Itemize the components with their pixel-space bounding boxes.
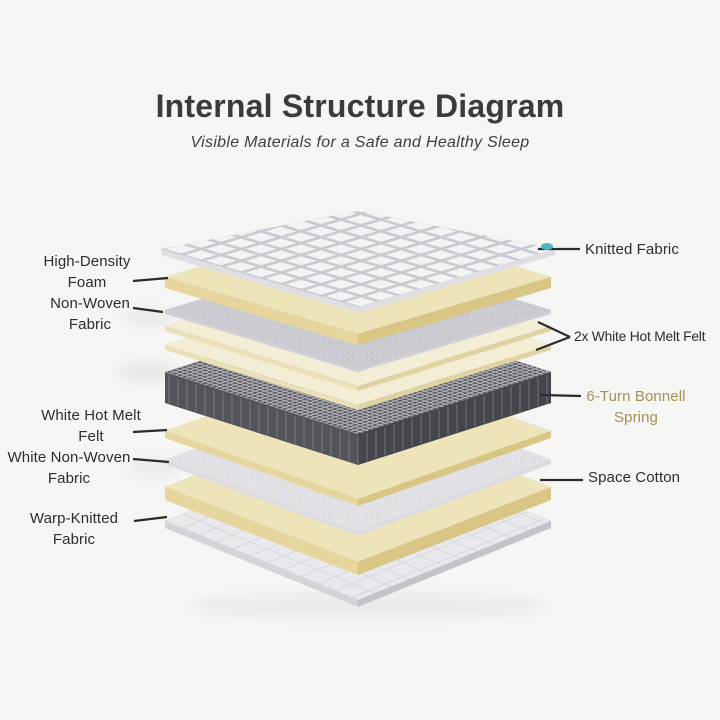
leader-non-woven-fabric bbox=[132, 306, 164, 314]
label-line: 6-Turn Bonnell bbox=[586, 388, 686, 405]
layer-side-right bbox=[358, 431, 551, 506]
leader-white-hot-melt-felt-2x-lower bbox=[535, 335, 571, 352]
layer-side-left bbox=[165, 521, 358, 607]
label-line: Foam bbox=[67, 273, 107, 291]
layer-side-right bbox=[358, 277, 551, 345]
soft-shadow bbox=[118, 310, 543, 618]
layer-side-right bbox=[358, 372, 551, 465]
leader-white-hot-melt-felt bbox=[132, 428, 168, 434]
label-line: Fabric bbox=[52, 530, 96, 548]
layer-side-left bbox=[165, 431, 358, 506]
layer-knitted-fabric bbox=[160, 210, 556, 313]
layer-side-right bbox=[358, 310, 551, 372]
layer-side-left bbox=[165, 372, 358, 465]
leader-warp-knitted-fabric bbox=[133, 515, 168, 523]
label-white-hot-melt-felt: White Hot Melt Felt bbox=[21, 406, 161, 447]
label-line: Warp-Knitted bbox=[29, 510, 119, 527]
layer-side-left bbox=[161, 249, 358, 313]
leader-white-non-woven-fabric bbox=[132, 457, 170, 464]
label-space-cotton: Space Cotton bbox=[588, 468, 680, 489]
label-line: White Hot Melt bbox=[41, 407, 141, 424]
layer-side-right bbox=[358, 521, 551, 607]
label-non-woven-fabric: Non-Woven Fabric bbox=[20, 294, 160, 335]
label-line: Fabric bbox=[47, 469, 91, 487]
label-line: High-Density bbox=[43, 253, 131, 270]
layer-side-left bbox=[165, 345, 358, 410]
layer-side-right bbox=[358, 345, 551, 410]
label-line: Felt bbox=[78, 427, 104, 445]
label-knitted-fabric: Knitted Fabric bbox=[585, 240, 679, 261]
page-title: Internal Structure Diagram bbox=[155, 88, 565, 124]
page-subtitle: Visible Materials for a Safe and Healthy… bbox=[190, 134, 530, 151]
label-line: 2x White Hot Melt Felt bbox=[574, 329, 706, 344]
label-line: Space Cotton bbox=[588, 469, 681, 486]
brand-tag bbox=[541, 243, 553, 250]
layer-side-left bbox=[165, 277, 358, 345]
layer-side-right bbox=[358, 326, 551, 391]
layer-side-right bbox=[358, 460, 551, 536]
label-bonnell-spring: 6-Turn Bonnell Spring bbox=[584, 387, 688, 428]
label-white-non-woven-fabric: White Non-Woven Fabric bbox=[0, 448, 139, 489]
layer-side-left bbox=[165, 326, 358, 391]
layer-side-left bbox=[165, 487, 358, 575]
layer-side-left bbox=[165, 310, 358, 372]
label-line: Spring bbox=[614, 408, 658, 426]
layer-texture bbox=[161, 211, 555, 307]
label-white-hot-melt-felt-2x: 2x White Hot Melt Felt bbox=[574, 327, 706, 348]
label-line: Non-Woven bbox=[50, 295, 130, 312]
label-line: White Non-Woven bbox=[7, 449, 131, 466]
label-line: Knitted Fabric bbox=[585, 241, 679, 258]
leader-high-density-foam bbox=[132, 276, 169, 283]
label-high-density-foam: High-Density Foam bbox=[17, 252, 157, 293]
layer-side-left bbox=[165, 460, 358, 536]
layer-side-right bbox=[358, 487, 551, 575]
leader-bonnell-spring bbox=[539, 393, 582, 398]
spring-coils bbox=[168, 375, 548, 464]
label-warp-knitted-fabric: Warp-Knitted Fabric bbox=[4, 509, 144, 550]
layer-side-right bbox=[358, 249, 555, 313]
leader-white-hot-melt-felt-2x-upper bbox=[537, 321, 571, 338]
label-line: Fabric bbox=[68, 315, 112, 333]
